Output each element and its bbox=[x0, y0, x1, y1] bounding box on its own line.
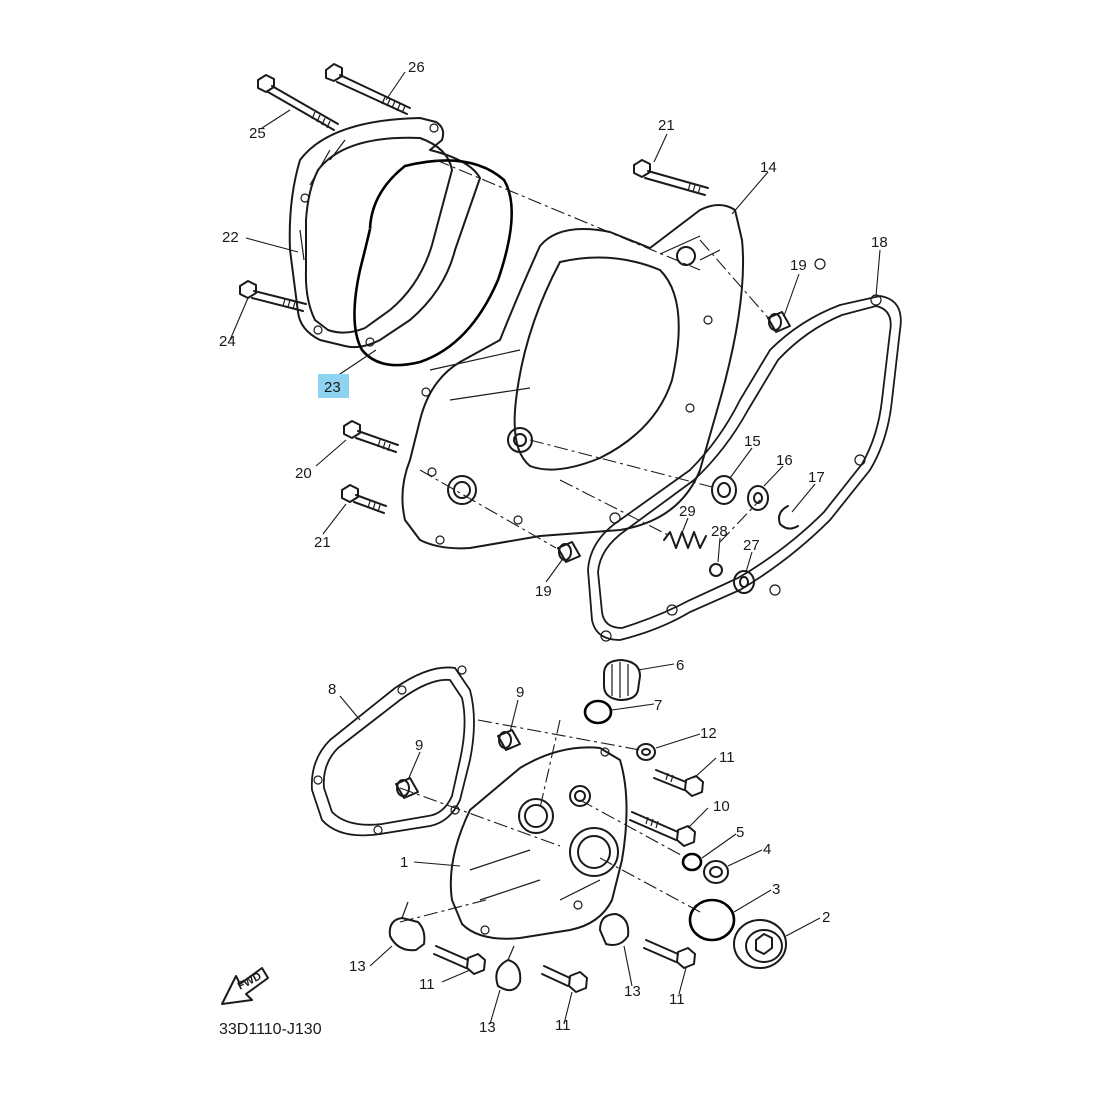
callout-8[interactable]: 8 bbox=[328, 681, 336, 698]
callout-19-top[interactable]: 19 bbox=[790, 257, 807, 274]
ball-28[interactable] bbox=[709, 563, 723, 577]
callout-numbers: 26 25 21 14 18 22 19 24 23 15 16 17 20 2… bbox=[219, 59, 888, 1036]
gasket-23[interactable] bbox=[353, 159, 513, 367]
dowel-pin-19-bottom[interactable] bbox=[557, 541, 581, 563]
plug-2[interactable] bbox=[733, 919, 787, 969]
washer-12[interactable] bbox=[636, 743, 656, 761]
assembly-line bbox=[477, 719, 641, 751]
callout-1[interactable]: 1 bbox=[400, 854, 408, 871]
callout-21-lower[interactable]: 21 bbox=[314, 534, 331, 551]
clamp-13-center[interactable] bbox=[495, 945, 522, 992]
oil-seal-15[interactable] bbox=[711, 475, 737, 505]
callout-11-upper[interactable]: 11 bbox=[719, 749, 735, 766]
gasket-18[interactable] bbox=[587, 258, 902, 642]
callout-20[interactable]: 20 bbox=[295, 465, 312, 482]
washer-16[interactable] bbox=[747, 485, 769, 511]
callout-9-lower[interactable]: 9 bbox=[415, 737, 423, 754]
plug-27[interactable] bbox=[733, 570, 755, 594]
callout-11-center[interactable]: 11 bbox=[555, 1017, 571, 1034]
fwd-label: FWD bbox=[236, 970, 264, 992]
assembly-line bbox=[399, 899, 487, 923]
bolt-11-center[interactable] bbox=[541, 965, 588, 993]
assembly-line bbox=[599, 857, 701, 913]
callout-24[interactable]: 24 bbox=[219, 333, 236, 350]
callout-2[interactable]: 2 bbox=[822, 909, 830, 926]
diagram-code: 33D1110-J130 bbox=[219, 1021, 322, 1038]
spring-29[interactable] bbox=[663, 531, 707, 549]
assembly-line bbox=[699, 239, 771, 321]
callout-21-top[interactable]: 21 bbox=[658, 117, 675, 134]
bolt-11-upper[interactable] bbox=[653, 769, 704, 797]
callout-27[interactable]: 27 bbox=[743, 537, 760, 554]
callout-12[interactable]: 12 bbox=[700, 725, 717, 742]
assembly-line bbox=[719, 499, 761, 543]
assembly-line bbox=[399, 787, 561, 847]
callout-4[interactable]: 4 bbox=[763, 841, 771, 858]
callout-3[interactable]: 3 bbox=[772, 881, 780, 898]
callout-9-top[interactable]: 9 bbox=[516, 684, 524, 701]
selected-callout-highlight bbox=[318, 374, 349, 398]
callout-26[interactable]: 26 bbox=[408, 59, 425, 76]
fwd-arrow-icon: FWD bbox=[221, 967, 269, 1005]
callout-11-left[interactable]: 11 bbox=[419, 976, 435, 993]
assembly-line bbox=[559, 479, 671, 537]
callout-28[interactable]: 28 bbox=[711, 523, 728, 540]
assembly-line bbox=[579, 799, 691, 861]
clamp-13-left[interactable] bbox=[388, 901, 426, 952]
bolt-20[interactable] bbox=[343, 420, 399, 453]
callout-16[interactable]: 16 bbox=[776, 452, 793, 469]
callout-7[interactable]: 7 bbox=[654, 697, 662, 714]
bolt-21-lower[interactable] bbox=[341, 484, 387, 514]
clamp-13-right[interactable] bbox=[599, 913, 630, 946]
callout-11-right[interactable]: 11 bbox=[669, 991, 685, 1008]
assembly-line bbox=[529, 439, 717, 489]
callout-17[interactable]: 17 bbox=[808, 469, 825, 486]
dowel-pin-9-top[interactable] bbox=[497, 729, 521, 751]
gasket-8[interactable] bbox=[310, 665, 475, 837]
crankcase-cover-1[interactable] bbox=[449, 746, 628, 940]
o-ring-7[interactable] bbox=[583, 699, 613, 725]
assembly-line bbox=[419, 469, 557, 549]
bolt-26[interactable] bbox=[325, 63, 411, 115]
callout-15[interactable]: 15 bbox=[744, 433, 761, 450]
filler-cap-6[interactable] bbox=[603, 659, 641, 701]
callout-25[interactable]: 25 bbox=[249, 125, 266, 142]
dowel-pin-9-lower[interactable] bbox=[395, 777, 419, 799]
bolt-25[interactable] bbox=[257, 74, 339, 131]
bolt-11-left[interactable] bbox=[433, 945, 486, 975]
callout-19-bottom[interactable]: 19 bbox=[535, 583, 552, 600]
callout-10[interactable]: 10 bbox=[713, 798, 730, 815]
callout-29[interactable]: 29 bbox=[679, 503, 696, 520]
leader-lines bbox=[229, 71, 881, 1025]
bolt-10[interactable] bbox=[629, 811, 696, 847]
bolt-21-top[interactable] bbox=[633, 159, 709, 196]
callout-14[interactable]: 14 bbox=[760, 159, 777, 176]
callout-13-right[interactable]: 13 bbox=[624, 983, 641, 1000]
circlip-17[interactable] bbox=[778, 505, 799, 530]
callout-13-left[interactable]: 13 bbox=[349, 958, 366, 975]
assembly-line bbox=[539, 719, 561, 809]
callout-6[interactable]: 6 bbox=[676, 657, 684, 674]
callout-5[interactable]: 5 bbox=[736, 824, 744, 841]
o-ring-3[interactable] bbox=[688, 898, 736, 942]
callout-13-center[interactable]: 13 bbox=[479, 1019, 496, 1036]
callout-23[interactable]: 23 bbox=[324, 379, 341, 396]
assembly-line bbox=[435, 159, 701, 271]
bolt-11-right[interactable] bbox=[643, 939, 696, 969]
callout-18[interactable]: 18 bbox=[871, 234, 888, 251]
o-ring-5[interactable] bbox=[681, 852, 703, 872]
crankcase-cover-14[interactable] bbox=[401, 204, 745, 550]
plug-4[interactable] bbox=[703, 860, 729, 884]
callout-22[interactable]: 22 bbox=[222, 229, 239, 246]
dowel-pin-19-top[interactable] bbox=[767, 311, 791, 333]
clutch-cover-22[interactable] bbox=[288, 117, 481, 349]
